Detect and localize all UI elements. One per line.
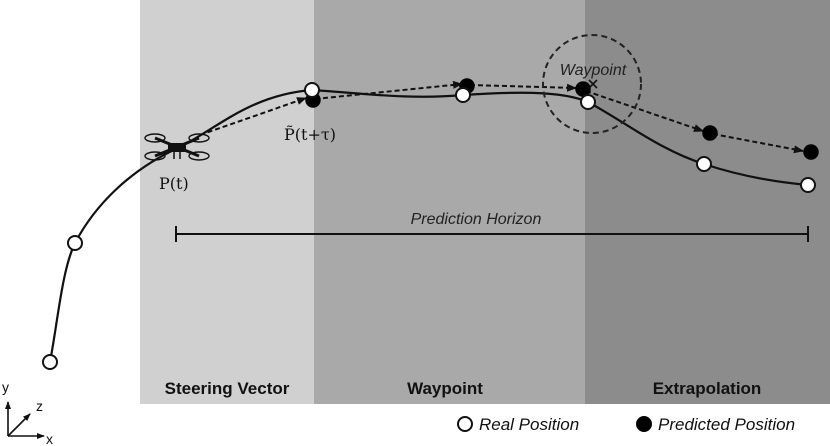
real-position-marker: [455, 87, 471, 103]
real-position-marker: [67, 235, 83, 251]
waypoint-circle-label: Waypoint: [560, 62, 627, 79]
legend-predicted-label: Predicted Position: [658, 415, 795, 434]
real-position-marker: [304, 82, 320, 98]
z-axis-label: z: [36, 398, 43, 414]
legend: Real Position Predicted Position: [457, 415, 795, 434]
y-axis-label: y: [2, 379, 9, 395]
real-position-marker: [580, 94, 596, 110]
steering-vector-region: [140, 0, 314, 404]
current-position-label: P(t): [159, 174, 189, 193]
extrapolation-region: [585, 0, 830, 404]
legend-real-label: Real Position: [479, 415, 579, 434]
predicted-position-marker: [702, 125, 718, 141]
extrapolation-label: Extrapolation: [653, 379, 762, 398]
x-axis-label: x: [46, 431, 53, 446]
predicted-position-label: P̃(t+τ): [284, 125, 336, 144]
predicted-position-marker: [803, 144, 819, 160]
quadrotor-drone-icon: [144, 133, 210, 161]
predicted-trajectory-line: [199, 80, 804, 154]
waypoint-region: [314, 0, 585, 404]
real-trajectory-line: [48, 88, 809, 363]
waypoint-region-label: Waypoint: [407, 379, 483, 398]
legend-predicted-marker: [636, 416, 652, 432]
real-position-marker: [42, 354, 58, 370]
prediction-horizon-label: Prediction Horizon: [411, 211, 542, 228]
coordinate-axes-icon: [5, 401, 45, 439]
prediction-horizon-bracket: [175, 226, 809, 242]
real-position-marker: [800, 177, 816, 193]
predicted-position-marker: [575, 81, 591, 97]
waypoint-circle: [542, 34, 642, 134]
steering-vector-label: Steering Vector: [165, 379, 290, 398]
legend-real-marker: [457, 416, 473, 432]
real-position-marker: [696, 156, 712, 172]
